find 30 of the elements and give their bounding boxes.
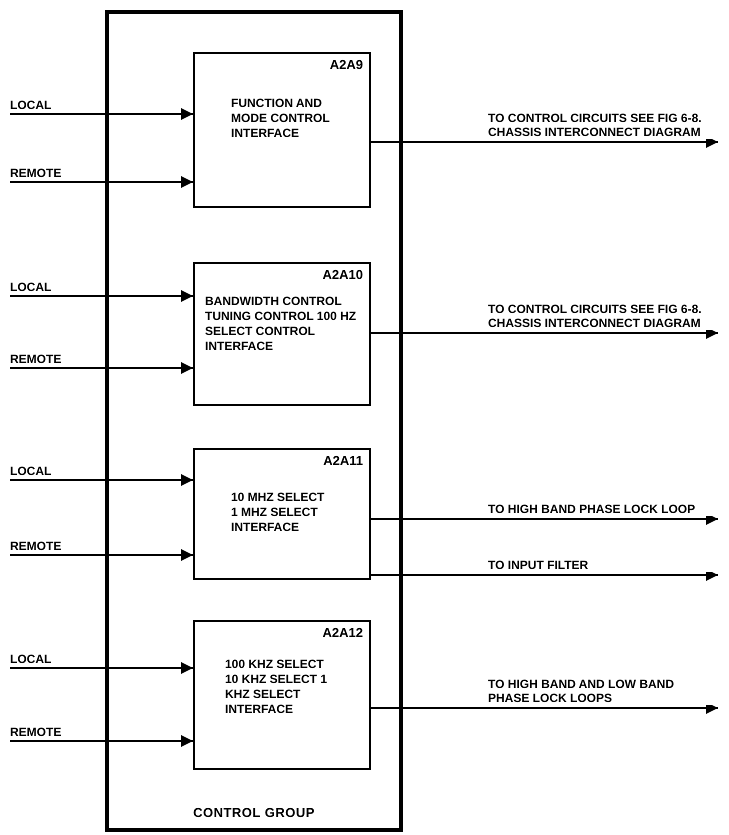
module-id: A2A11	[323, 453, 363, 468]
arrow	[10, 176, 193, 188]
arrow	[10, 108, 193, 120]
module-box	[193, 620, 371, 770]
module-description: FUNCTION AND MODE CONTROL INTERFACE	[231, 96, 330, 141]
input-label: LOCAL	[10, 280, 80, 295]
input-label: LOCAL	[10, 464, 80, 479]
input-label: REMOTE	[10, 166, 80, 181]
arrow	[10, 362, 193, 374]
module-id: A2A10	[322, 267, 363, 282]
module-description: 10 MHZ SELECT 1 MHZ SELECT INTERFACE	[231, 490, 326, 535]
input-label: LOCAL	[10, 652, 80, 667]
arrow	[10, 735, 193, 747]
module-description: 100 KHZ SELECT 10 KHZ SELECT 1 KHZ SELECT INTERFACE	[225, 657, 328, 717]
module-box	[193, 262, 371, 406]
group-label: CONTROL GROUP	[192, 805, 316, 820]
input-label: REMOTE	[10, 352, 80, 367]
arrow	[10, 662, 193, 674]
module-id: A2A12	[322, 625, 363, 640]
input-label: REMOTE	[10, 539, 80, 554]
arrow	[10, 290, 193, 302]
input-label: LOCAL	[10, 98, 80, 113]
input-label: REMOTE	[10, 725, 80, 740]
module-box	[193, 448, 371, 580]
group-frame	[105, 10, 403, 832]
arrow	[10, 474, 193, 486]
module-box	[193, 52, 371, 208]
module-description: BANDWIDTH CONTROL TUNING CONTROL 100 HZ SELECT CONTROL INTERFACE	[205, 294, 358, 354]
module-id: A2A9	[330, 57, 363, 72]
arrow	[10, 549, 193, 561]
